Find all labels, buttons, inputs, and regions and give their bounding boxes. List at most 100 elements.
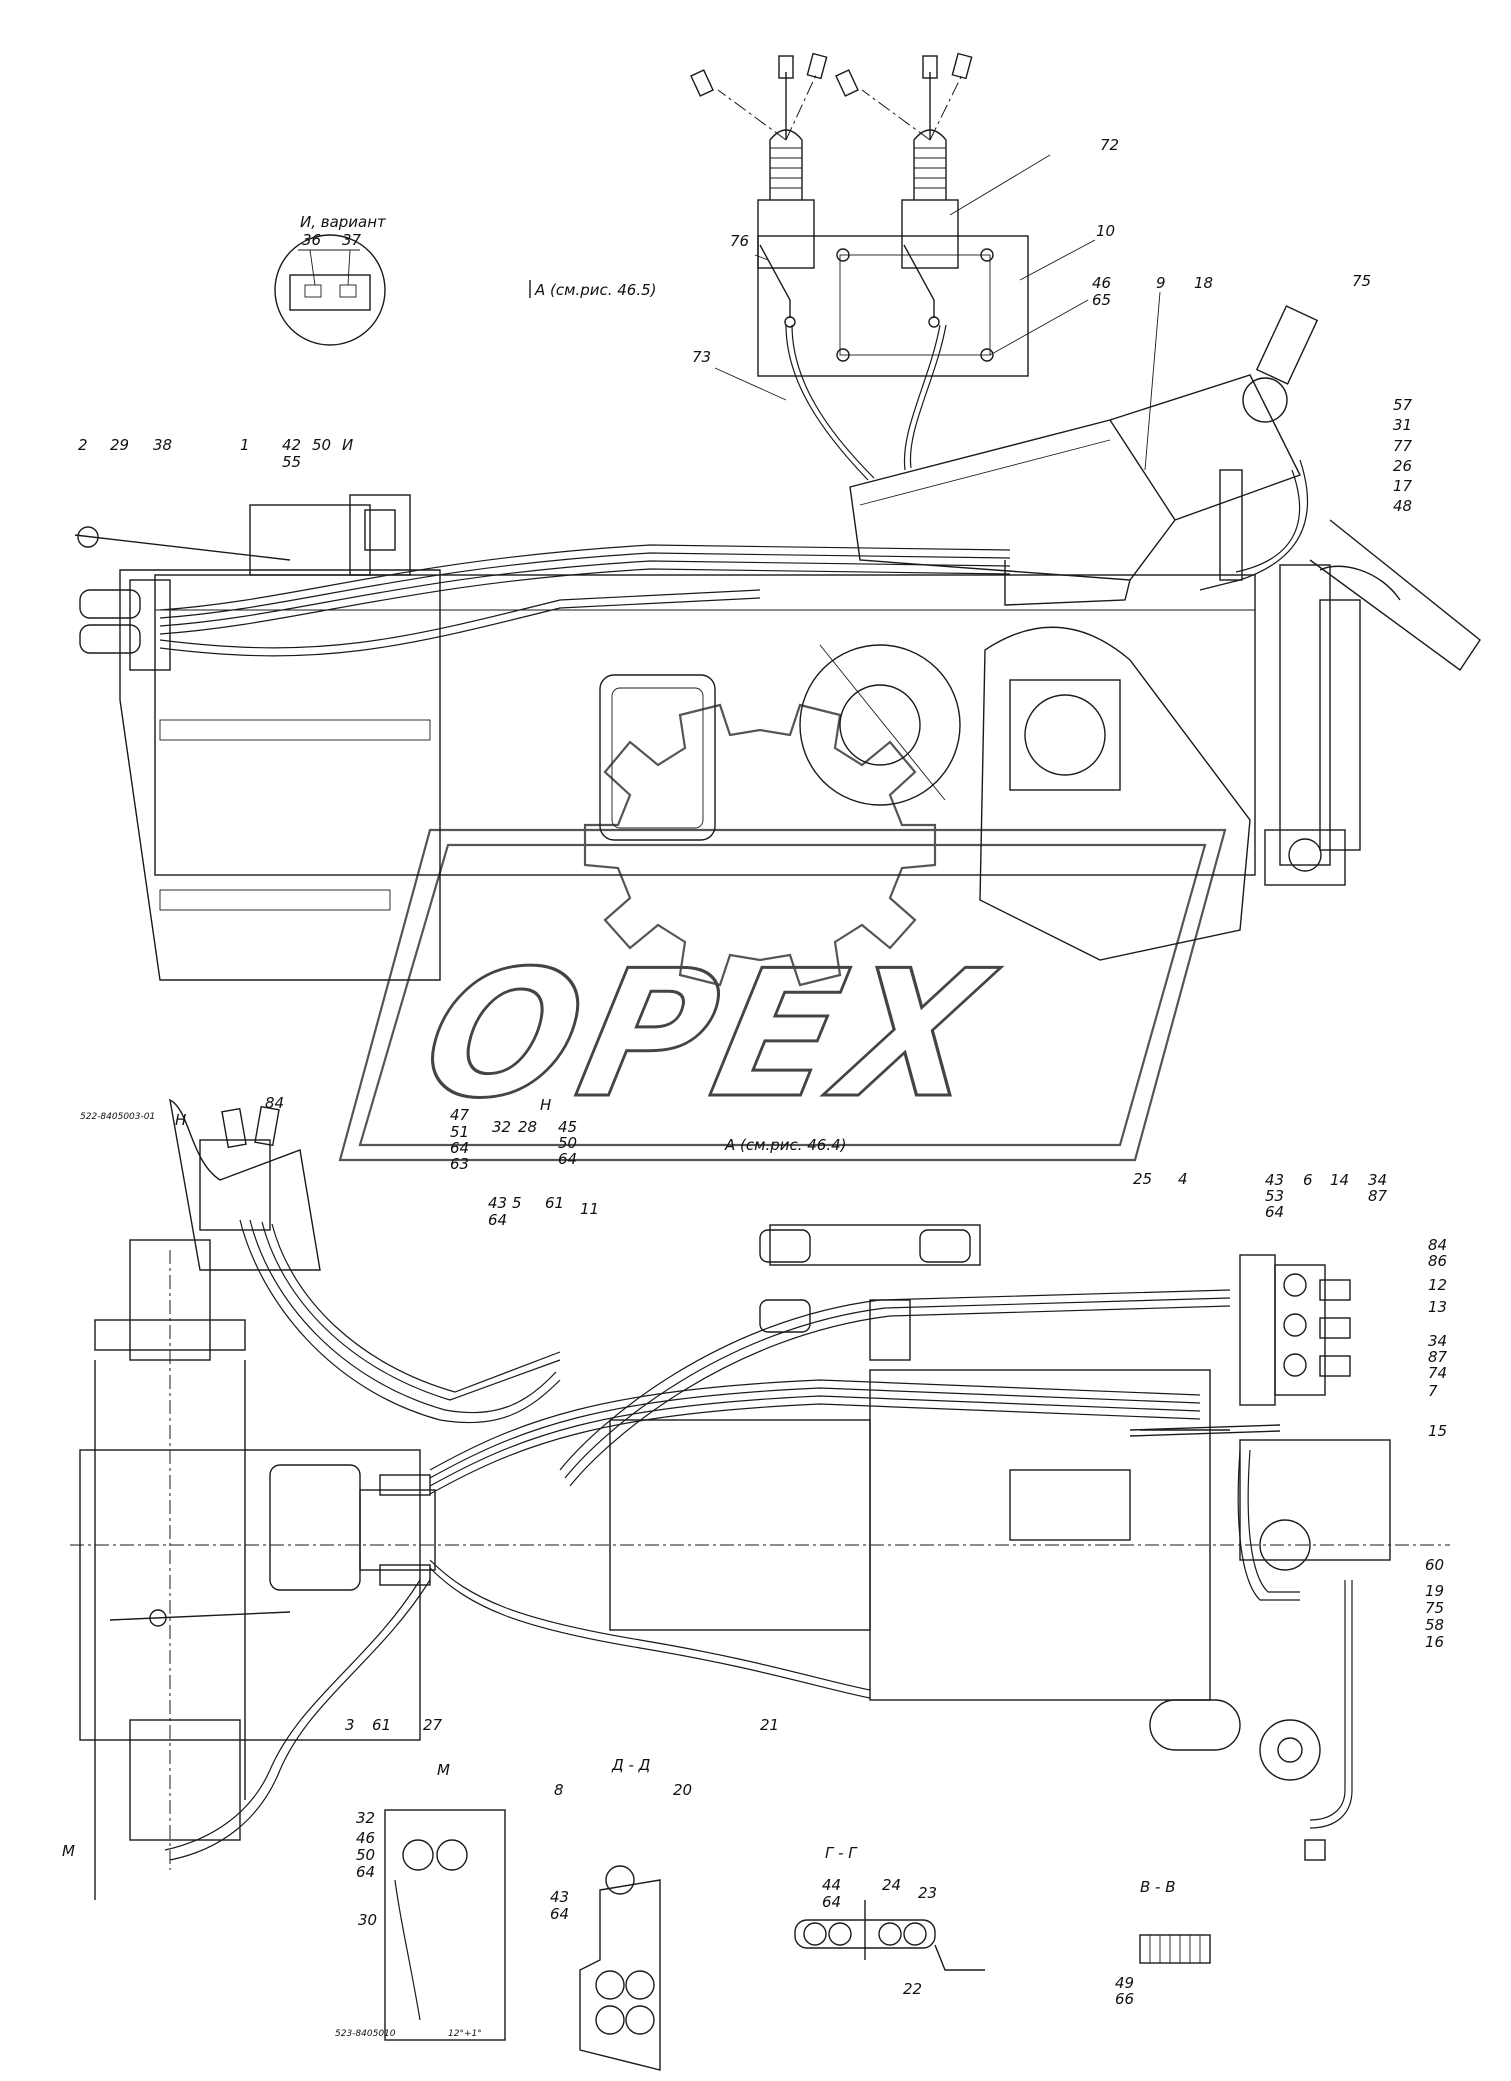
watermark-frame (338, 828, 1227, 1162)
svg-text:72: 72 (1100, 136, 1119, 154)
svg-text:64: 64 (488, 1211, 507, 1229)
svg-text:44: 44 (822, 1876, 841, 1894)
svg-text:32: 32 (356, 1809, 375, 1827)
svg-text:64: 64 (450, 1139, 469, 1157)
svg-text:Н: Н (540, 1096, 551, 1114)
svg-text:4: 4 (1178, 1170, 1188, 1188)
svg-text:5: 5 (512, 1194, 522, 1212)
svg-text:57: 57 (1393, 396, 1413, 414)
svg-text:75: 75 (1352, 272, 1371, 290)
svg-text:19: 19 (1425, 1582, 1444, 1600)
svg-text:21: 21 (760, 1716, 779, 1734)
watermark-gear (583, 703, 937, 987)
svg-text:25: 25 (1133, 1170, 1152, 1188)
svg-text:43: 43 (488, 1194, 507, 1212)
svg-text:65: 65 (1092, 291, 1111, 309)
svg-text:29: 29 (110, 436, 129, 454)
svg-text:45: 45 (558, 1118, 577, 1136)
section-d-d (579, 1865, 661, 2071)
svg-text:1: 1 (240, 436, 250, 454)
svg-text:47: 47 (450, 1106, 470, 1124)
svg-text:49: 49 (1115, 1974, 1134, 1992)
svg-text:42: 42 (282, 436, 301, 454)
svg-text:12°+1°: 12°+1° (448, 2029, 482, 2039)
svg-text:М: М (62, 1842, 75, 1860)
svg-text:30: 30 (358, 1911, 377, 1929)
svg-text:87: 87 (1368, 1187, 1388, 1205)
svg-text:60: 60 (1425, 1556, 1444, 1574)
svg-text:48: 48 (1393, 497, 1412, 515)
svg-text:64: 64 (1265, 1203, 1284, 1221)
svg-text:77: 77 (1393, 437, 1413, 455)
svg-text:12: 12 (1428, 1276, 1447, 1294)
svg-text:523-8405010: 523-8405010 (335, 2029, 396, 2039)
svg-text:В - В: В - В (1140, 1878, 1176, 1896)
svg-text:522-8405003-01: 522-8405003-01 (80, 1112, 155, 1122)
svg-text:55: 55 (282, 453, 301, 471)
svg-text:22: 22 (903, 1980, 922, 1998)
svg-text:32: 32 (492, 1118, 511, 1136)
svg-text:13: 13 (1428, 1298, 1447, 1316)
svg-text:64: 64 (822, 1893, 841, 1911)
svg-text:31: 31 (1393, 416, 1412, 434)
svg-text:И: И (342, 436, 353, 454)
svg-text:58: 58 (1425, 1616, 1444, 1634)
svg-text:64: 64 (558, 1150, 577, 1168)
svg-text:Д - Д: Д - Д (611, 1756, 651, 1774)
svg-text:53: 53 (1265, 1187, 1284, 1205)
lower-left-group (70, 1098, 1450, 1900)
svg-text:43: 43 (550, 1888, 569, 1906)
distributor-group (1129, 1254, 1391, 1861)
svg-text:34: 34 (1368, 1171, 1387, 1189)
section-m (384, 1809, 506, 2041)
svg-text:Г - Г: Г - Г (825, 1844, 858, 1862)
svg-text:18: 18 (1194, 274, 1213, 292)
svg-text:28: 28 (518, 1118, 537, 1136)
svg-text:11: 11 (580, 1200, 599, 1218)
oil-tank-group (849, 305, 1481, 671)
svg-text:34: 34 (1428, 1332, 1447, 1350)
svg-text:15: 15 (1428, 1422, 1447, 1440)
watermark-text: OPEX (408, 933, 1008, 1137)
svg-text:50: 50 (312, 436, 331, 454)
svg-text:7: 7 (1428, 1382, 1438, 1400)
callout-labels: 72 76 10 46 65 73 9 18 75 57 31 77 26 17… (62, 136, 1448, 2039)
svg-text:26: 26 (1393, 457, 1412, 475)
svg-text:14: 14 (1330, 1171, 1349, 1189)
svg-text:87: 87 (1428, 1348, 1448, 1366)
svg-text:16: 16 (1425, 1633, 1444, 1651)
svg-text:46: 46 (356, 1829, 375, 1847)
svg-text:50: 50 (558, 1134, 577, 1152)
svg-text:43: 43 (1265, 1171, 1284, 1189)
frame-group (74, 494, 1401, 981)
view-a-top-label: A (см.рис. 46.5) (534, 281, 657, 299)
svg-text:27: 27 (423, 1716, 443, 1734)
svg-text:51: 51 (450, 1123, 469, 1141)
svg-text:63: 63 (450, 1155, 469, 1173)
mounting-plate-10 (757, 235, 1029, 377)
svg-text:86: 86 (1428, 1252, 1447, 1270)
svg-text:50: 50 (356, 1846, 375, 1864)
svg-text:84: 84 (265, 1094, 284, 1112)
svg-text:17: 17 (1393, 477, 1413, 495)
svg-text:8: 8 (554, 1781, 564, 1799)
svg-text:75: 75 (1425, 1599, 1444, 1617)
svg-text:76: 76 (730, 232, 749, 250)
svg-text:Н: Н (175, 1111, 186, 1129)
svg-text:A (см.рис. 46.4): A (см.рис. 46.4) (724, 1136, 847, 1154)
svg-text:38: 38 (153, 436, 172, 454)
svg-text:37: 37 (342, 231, 362, 249)
svg-text:61: 61 (372, 1716, 391, 1734)
svg-text:М: М (437, 1761, 450, 1779)
watermark-logo: OPEX (338, 703, 1227, 1162)
svg-text:23: 23 (918, 1884, 937, 1902)
svg-text:2: 2 (78, 436, 88, 454)
svg-text:64: 64 (356, 1863, 375, 1881)
svg-text:24: 24 (882, 1876, 901, 1894)
section-g-g (794, 1900, 985, 1971)
section-v-v (1139, 1934, 1211, 1964)
control-levers-group (690, 52, 1029, 481)
svg-text:61: 61 (545, 1194, 564, 1212)
svg-text:46: 46 (1092, 274, 1111, 292)
